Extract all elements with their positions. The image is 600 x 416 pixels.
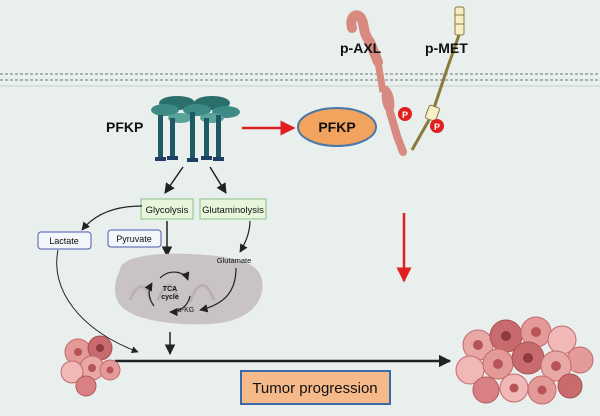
tumor-progression-label: Tumor progression (252, 380, 377, 397)
pfkp-complex-icon (151, 96, 240, 162)
akg-label: α-KG (178, 307, 195, 314)
pfkp-right-label: PFKP (318, 119, 355, 135)
lactate-label: Lactate (49, 236, 79, 246)
arrow-to-lactate (81, 205, 143, 231)
pfkp-oval (297, 107, 377, 147)
paxl-label: p-AXL (340, 40, 382, 56)
met-phospho-icon (430, 119, 444, 133)
tca-label-line2: cycle (161, 294, 179, 301)
large-tumor-cells-icon (455, 316, 594, 405)
glutaminolysis-box (199, 198, 267, 220)
arrow-to-glutaminolysis (209, 166, 227, 194)
glycolysis-box (140, 198, 194, 220)
tca-label-line1: TCA (163, 286, 177, 293)
met-receptor-icon (410, 6, 465, 151)
cell-membrane (0, 73, 600, 87)
axl-phospho-icon (398, 107, 412, 121)
tumor-progression-box (240, 370, 391, 405)
glycolysis-label: Glycolysis (146, 205, 189, 216)
glutamate-label: Glutamate (217, 256, 252, 265)
arrow-lactate-to-tumor (56, 249, 139, 354)
met-phospho-label: P (434, 122, 440, 132)
small-tumor-cells-icon (60, 335, 121, 397)
tca-cycle-icon (144, 271, 191, 317)
pmet-label: p-MET (425, 40, 468, 56)
pfkp-left-label: PFKP (106, 119, 143, 135)
axl-receptor-icon (346, 10, 407, 156)
pyruvate-label: Pyruvate (116, 234, 152, 244)
axl-phospho-label: P (402, 110, 408, 120)
glutaminolysis-label: Glutaminolysis (202, 205, 264, 216)
pyruvate-box (107, 229, 162, 248)
mitochondrion-icon (114, 253, 263, 325)
arrow-to-glutamate (239, 220, 251, 253)
arrow-to-glycolysis (164, 166, 184, 194)
arrow-glutamate-to-akg (199, 267, 237, 313)
lactate-box (37, 231, 92, 250)
